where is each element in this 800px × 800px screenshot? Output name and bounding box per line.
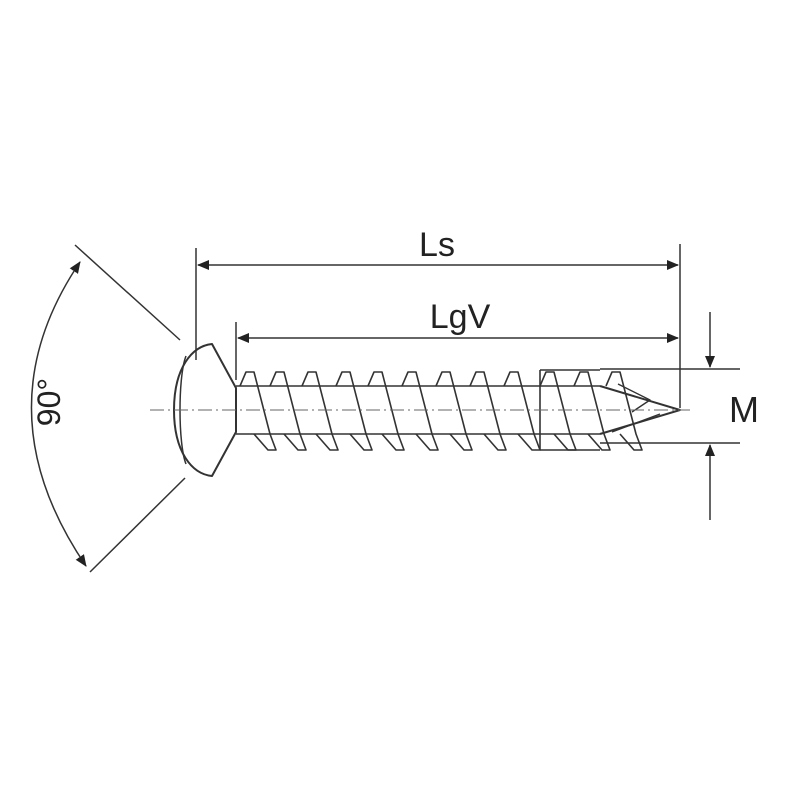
angle-extension-top xyxy=(74,244,181,341)
screw-drawing xyxy=(173,343,681,477)
screw-tip-flute xyxy=(611,383,661,433)
thread-flight xyxy=(301,371,339,451)
dimension-lines xyxy=(195,244,681,408)
thread-flight xyxy=(335,371,373,451)
thread-flight xyxy=(239,371,277,451)
angle-arc xyxy=(30,261,87,567)
screw-head xyxy=(173,343,237,477)
angle-dimension xyxy=(30,244,186,573)
thread-flight xyxy=(539,371,577,451)
screw-threads xyxy=(239,371,643,451)
label-ls: Ls xyxy=(419,226,455,264)
thread-flight xyxy=(503,371,541,451)
label-m: M xyxy=(729,389,759,430)
label-lgv: LgV xyxy=(430,298,491,336)
diameter-dimension xyxy=(600,312,740,520)
angle-extension-bottom xyxy=(89,477,186,573)
thread-flight xyxy=(573,371,611,451)
thread-flight xyxy=(605,371,643,451)
label-angle: 90° xyxy=(31,378,67,426)
thread-flight xyxy=(401,371,439,451)
thread-flight xyxy=(269,371,307,451)
thread-flight xyxy=(435,371,473,451)
thread-flight xyxy=(469,371,507,451)
thread-flight xyxy=(367,371,405,451)
